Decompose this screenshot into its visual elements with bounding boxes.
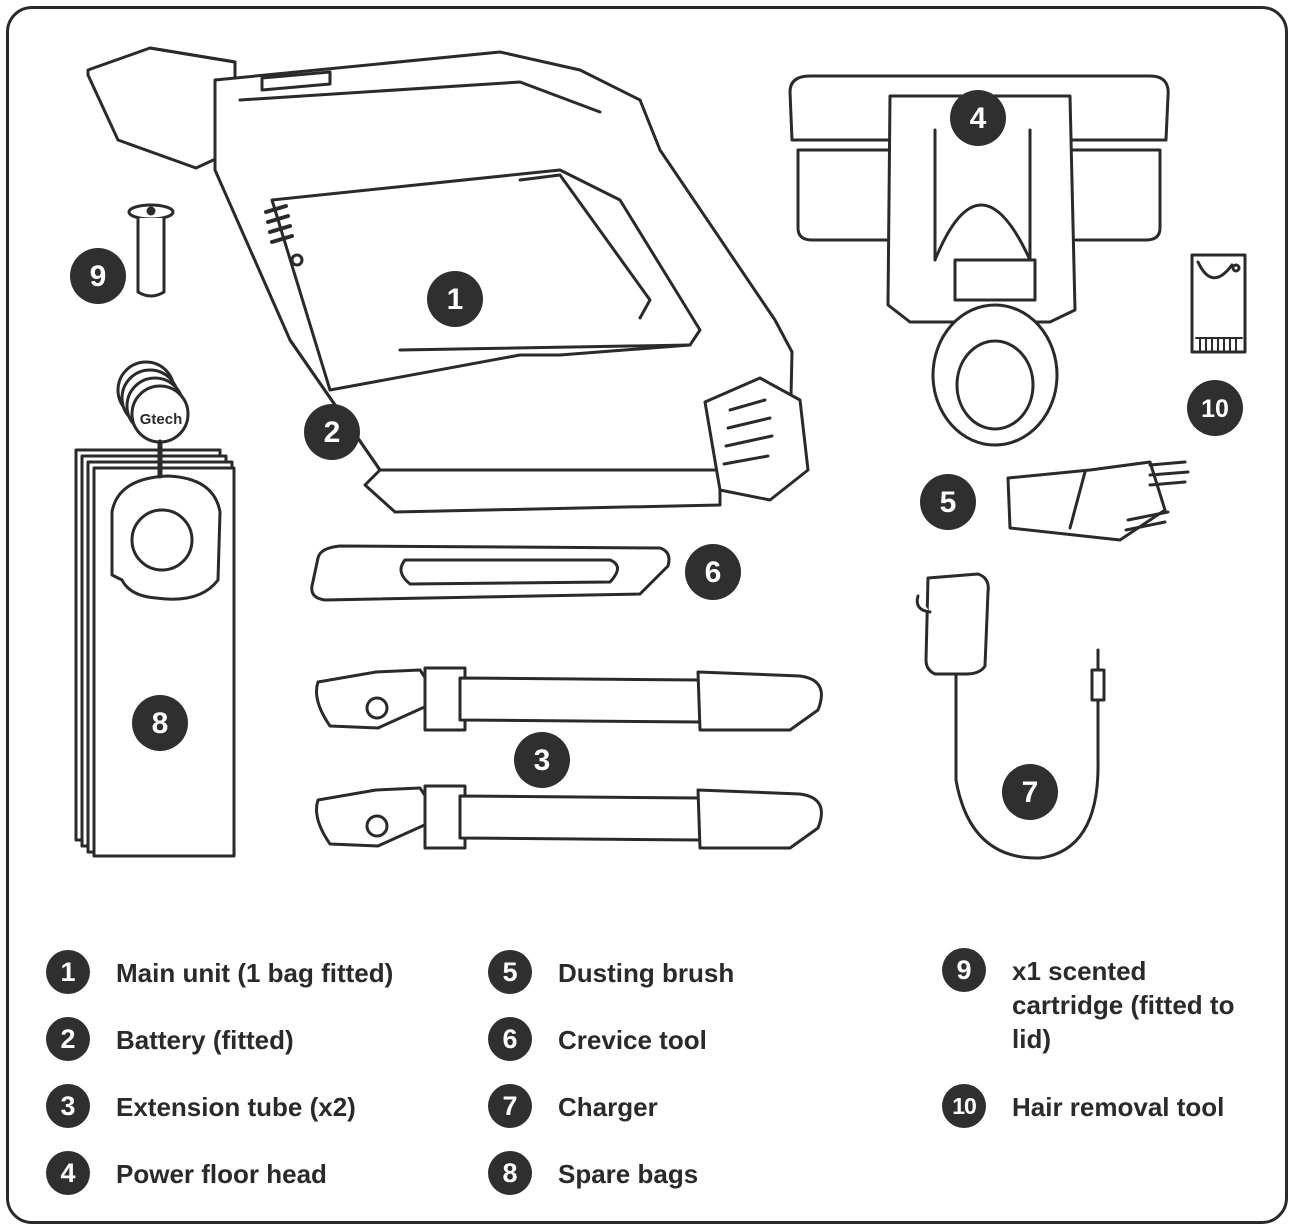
callout-badge-2 bbox=[304, 404, 360, 460]
extension-tube-top-drawing bbox=[315, 666, 823, 732]
legend-item-2: 2 Battery (fitted) bbox=[46, 1017, 294, 1061]
callout-number-7: 7 bbox=[1022, 776, 1039, 809]
legend-item-9: 9 x1 scented cartridge (fitted to lid) bbox=[942, 948, 1252, 1056]
legend-label: Crevice tool bbox=[558, 1025, 707, 1055]
scented-cartridge-drawing bbox=[127, 203, 175, 298]
legend-label: x1 scented cartridge (fitted to lid) bbox=[1012, 956, 1235, 1054]
legend-label: Extension tube (x2) bbox=[116, 1092, 356, 1122]
callout-badge-10 bbox=[1187, 380, 1243, 436]
spare-bags-drawing bbox=[74, 360, 236, 858]
legend-label: Spare bags bbox=[558, 1159, 699, 1189]
callout-number-9: 9 bbox=[90, 260, 107, 293]
legend-number: 7 bbox=[488, 1084, 532, 1128]
legend-number: 8 bbox=[488, 1151, 532, 1195]
callout-badge-4 bbox=[950, 90, 1006, 146]
callout-number-5: 5 bbox=[940, 486, 957, 519]
callout-number-1: 1 bbox=[447, 283, 464, 316]
legend-label: Charger bbox=[558, 1092, 658, 1122]
legend-number: 9 bbox=[942, 948, 986, 992]
legend-item-6: 6 Crevice tool bbox=[488, 1017, 707, 1061]
legend-number: 3 bbox=[46, 1084, 90, 1128]
legend-item-7: 7 Charger bbox=[488, 1084, 658, 1128]
dusting-brush-drawing bbox=[1006, 460, 1190, 542]
legend-number: 1 bbox=[46, 950, 90, 994]
legend-item-3: 3 Extension tube (x2) bbox=[46, 1084, 356, 1128]
legend-item-1: 1 Main unit (1 bag fitted) bbox=[46, 950, 393, 994]
legend-label: Main unit (1 bag fitted) bbox=[116, 958, 394, 988]
callout-badge-3 bbox=[514, 732, 570, 788]
legend-number: 5 bbox=[488, 950, 532, 994]
legend-item-8: 8 Spare bags bbox=[488, 1151, 698, 1195]
charger-drawing bbox=[915, 572, 1106, 860]
callout-number-2: 2 bbox=[324, 416, 341, 449]
legend-number: 4 bbox=[46, 1151, 90, 1195]
legend-item-10: 10 Hair removal tool bbox=[942, 1084, 1224, 1128]
crevice-tool-drawing bbox=[310, 544, 671, 602]
legend-label: Dusting brush bbox=[558, 958, 735, 988]
legend-item-5: 5 Dusting brush bbox=[488, 950, 734, 994]
callout-number-6: 6 bbox=[705, 556, 722, 589]
callout-badge-5 bbox=[920, 474, 976, 530]
legend-number: 2 bbox=[46, 1017, 90, 1061]
callout-badge-9 bbox=[70, 248, 126, 304]
callout-badge-7 bbox=[1002, 764, 1058, 820]
callout-badge-6 bbox=[685, 544, 741, 600]
legend-label: Power floor head bbox=[116, 1159, 327, 1189]
extension-tube-bottom-drawing bbox=[315, 784, 823, 850]
brand-label: Gtech bbox=[140, 411, 183, 428]
legend-number: 6 bbox=[488, 1017, 532, 1061]
main-unit-drawing bbox=[86, 46, 810, 514]
legend-label: Hair removal tool bbox=[1012, 1092, 1225, 1122]
callout-number-10: 10 bbox=[1201, 395, 1229, 423]
callout-badge-1 bbox=[427, 271, 483, 327]
hair-removal-tool-drawing bbox=[1190, 253, 1247, 354]
legend-number: 10 bbox=[942, 1084, 986, 1128]
callout-number-4: 4 bbox=[970, 102, 987, 135]
callout-number-3: 3 bbox=[534, 744, 551, 777]
legend-label: Battery (fitted) bbox=[116, 1025, 294, 1055]
callout-number-8: 8 bbox=[152, 707, 169, 740]
legend-item-4: 4 Power floor head bbox=[46, 1151, 327, 1195]
callout-badge-8 bbox=[132, 695, 188, 751]
